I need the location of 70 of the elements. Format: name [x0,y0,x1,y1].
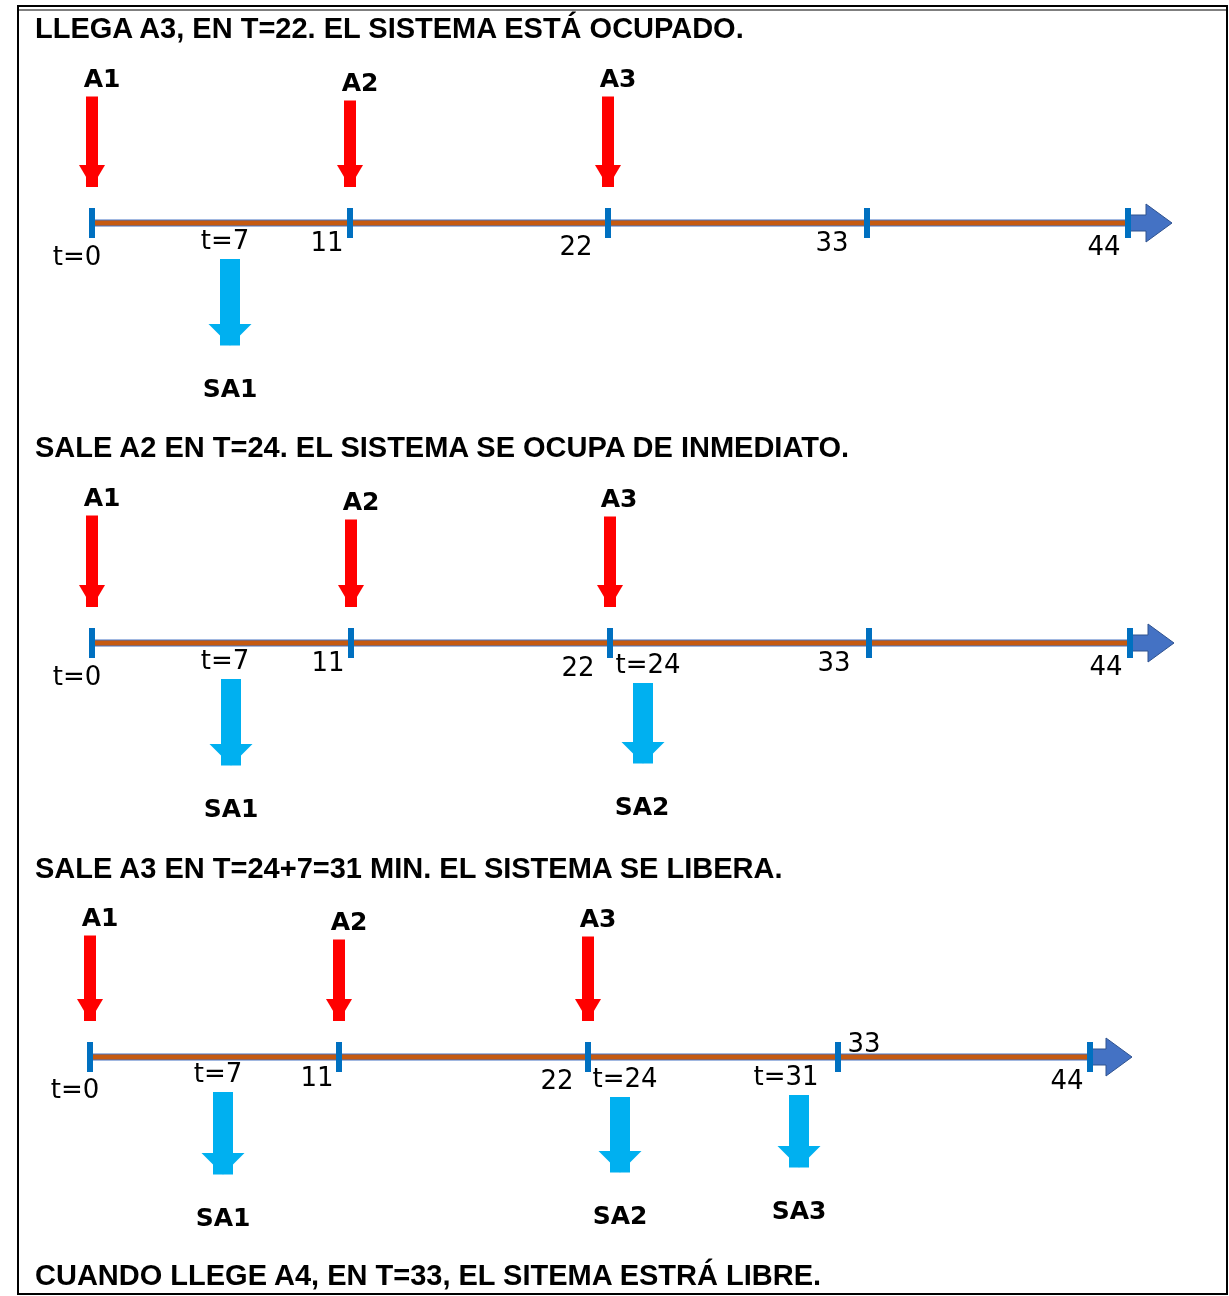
heading: SALE A2 EN T=24. EL SISTEMA SE OCUPA DE INMEDIATO. [35,432,850,462]
arrow [201,1092,245,1175]
departure-label: SA2 [614,793,670,819]
arrow [326,939,352,1021]
tick-mark [1127,628,1133,658]
tick-label: 11 [311,649,345,675]
tick-label: t=31 [753,1063,819,1089]
tick-mark [607,628,613,658]
departure-label: SA1 [202,375,258,401]
tick-mark [89,628,95,658]
tick-label: 22 [561,654,595,680]
arrow [79,515,105,607]
departure-label: SA3 [771,1197,827,1223]
tick-label: t=0 [52,243,102,269]
tick-label: 44 [1087,233,1121,259]
arrow [338,519,364,607]
tick-label: 22 [540,1067,574,1093]
tick-label: 33 [817,649,851,675]
tick-mark [336,1042,342,1072]
arrival-label: A3 [599,65,637,91]
arrow [621,683,665,764]
arrow [575,936,601,1021]
arrow [595,96,621,187]
tick-mark [864,208,870,238]
heading: SALE A3 EN T=24+7=31 MIN. EL SISTEMA SE LIBERA. [35,853,783,883]
tick-mark [585,1042,591,1072]
heading: LLEGA A3, EN T=22. EL SISTEMA ESTÁ OCUPADO. [35,13,744,43]
arrow [77,935,103,1021]
arrow [777,1095,821,1168]
arrow [598,1097,642,1173]
departure-label: SA1 [195,1204,251,1230]
tick-label: t=0 [50,1076,100,1102]
tick-label: 11 [300,1064,334,1090]
tick-label: 11 [310,229,344,255]
tick-label: 44 [1089,653,1123,679]
arrow [209,679,253,766]
arrival-label: A1 [83,484,121,510]
arrow [208,259,252,346]
tick-mark [1125,208,1131,238]
tick-mark [347,208,353,238]
tick-label: t=7 [200,227,250,253]
tick-label: t=7 [193,1060,243,1086]
heading: CUANDO LLEGE A4, EN T=33, EL SITEMA ESTRÁ LIBRE. [35,1260,822,1290]
arrival-label: A2 [342,488,380,514]
arrival-label: A1 [83,65,121,91]
arrival-label: A2 [330,908,368,934]
departure-label: SA1 [203,795,259,821]
tick-label: t=24 [592,1065,658,1091]
arrival-label: A1 [81,904,119,930]
tick-label: 33 [815,229,849,255]
arrival-label: A3 [600,485,638,511]
tick-label: t=7 [200,647,250,673]
tick-label: t=0 [52,663,102,689]
tick-mark [1087,1042,1093,1072]
tick-mark [89,208,95,238]
arrow [79,96,105,187]
arrow [337,100,363,187]
arrival-label: A3 [579,905,617,931]
arrow [597,516,623,607]
tick-mark [835,1042,841,1072]
arrival-label: A2 [341,69,379,95]
tick-label: t=24 [615,651,681,677]
tick-mark [87,1042,93,1072]
departure-label: SA2 [592,1202,648,1228]
tick-mark [605,208,611,238]
tick-mark [348,628,354,658]
tick-label: 44 [1050,1067,1084,1093]
tick-mark [866,628,872,658]
tick-label: 33 [847,1030,881,1056]
tick-label: 22 [559,233,593,259]
